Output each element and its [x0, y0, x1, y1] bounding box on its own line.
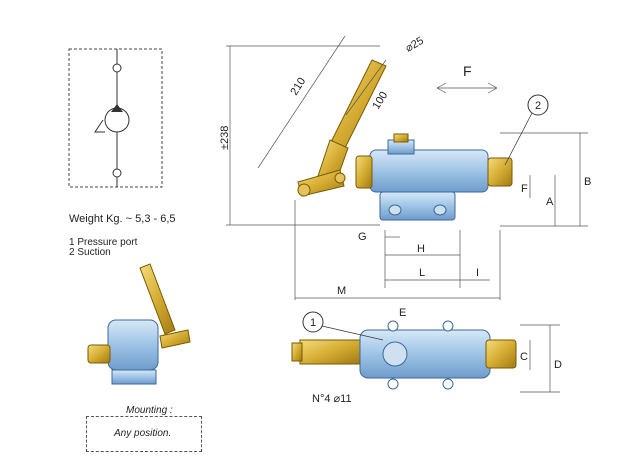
mounting-title: Mounting :: [126, 405, 173, 416]
callout-2-label: 2: [535, 100, 541, 112]
dim-E: E: [399, 307, 406, 319]
dim-C: C: [520, 351, 528, 363]
dim-210: 210: [288, 76, 308, 98]
pump-iso-view: [87, 263, 191, 385]
weight-note: Weight Kg. ~ 5,3 - 6,5: [69, 213, 176, 225]
callout-1: [302, 311, 384, 341]
dim-25: ⌀25: [404, 35, 426, 55]
dim-D: D: [554, 359, 562, 371]
dim-I: I: [476, 267, 479, 279]
mounting-box: [86, 416, 202, 452]
callout-2: [504, 94, 549, 166]
callout-1-label: 1: [310, 317, 316, 329]
dimension-lines: [226, 35, 588, 300]
dim-B: B: [584, 176, 591, 188]
pump-top-view: [291, 320, 560, 393]
dim-A: A: [546, 196, 554, 208]
hydraulic-symbol: [68, 48, 163, 188]
flow-label: F: [463, 63, 472, 79]
dim-F: F: [521, 183, 528, 195]
mounting-value: Any position.: [114, 428, 172, 439]
dim-G: G: [358, 231, 367, 243]
dim-holes: N°4 ⌀11: [312, 393, 352, 405]
dim-L: L: [419, 267, 425, 279]
port-1-note: 1 Pressure port: [69, 237, 138, 248]
port-2-note: 2 Suction: [69, 247, 111, 258]
pump-side-view: [297, 59, 513, 221]
dim-238: ±238: [219, 126, 231, 150]
dim-H: H: [417, 243, 425, 255]
dim-100: 100: [370, 90, 390, 112]
dim-M: M: [337, 285, 346, 297]
